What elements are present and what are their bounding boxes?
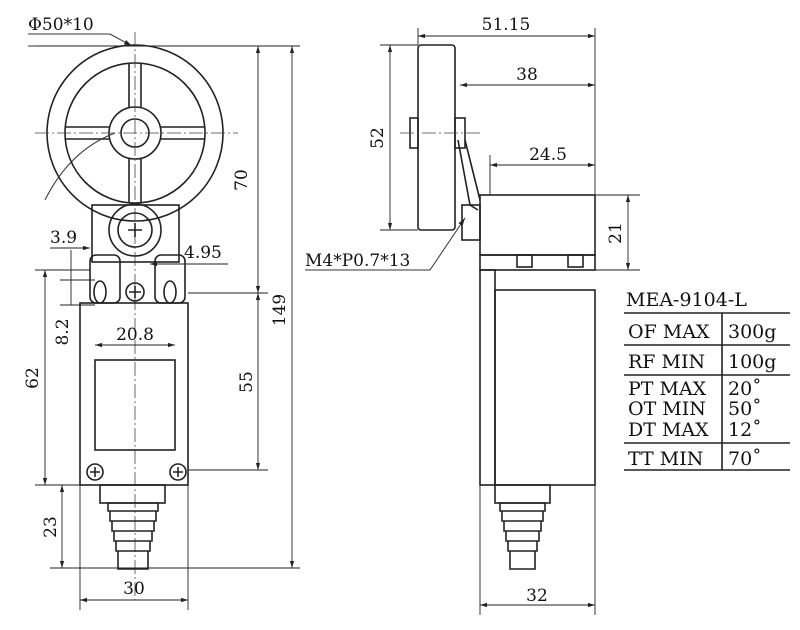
dim-20-8: 20.8 [116, 325, 154, 345]
dim-3-9: 3.9 [50, 228, 77, 248]
side-view: 51.15 38 24.5 21 52 32 M4*P0.7*13 [305, 15, 640, 615]
dim-32: 32 [526, 586, 548, 606]
dim-21: 21 [606, 222, 626, 244]
param-pt-max: PT MAX [628, 378, 707, 400]
model-number: MEA-9104-L [626, 289, 747, 311]
lever-arm [91, 203, 180, 263]
param-tt-min: TT MIN [628, 448, 703, 470]
dim-149: 149 [270, 294, 290, 326]
front-dimensions [28, 33, 300, 610]
dim-55: 55 [237, 371, 257, 393]
switch-body [79, 254, 189, 570]
side-dimensions [305, 28, 640, 615]
param-of-max: OF MAX [628, 321, 710, 343]
dim-24-5: 24.5 [529, 145, 567, 165]
spec-table: MEA-9104-L OF MAX 300g RF MIN 100g PT MA… [624, 289, 790, 471]
front-view: Φ50*10 70 149 55 62 23 8.2 30 20.8 3.9 4… [23, 15, 300, 610]
screw-spec-label: M4*P0.7*13 [305, 251, 410, 271]
dim-62: 62 [23, 367, 43, 389]
dim-30: 30 [123, 579, 145, 599]
value-pt-max: 20˚ [728, 378, 762, 400]
value-rf-min: 100g [728, 351, 776, 373]
dim-51-15: 51.15 [482, 15, 531, 35]
value-of-max: 300g [728, 321, 776, 343]
dim-8-2: 8.2 [53, 318, 73, 345]
dim-4-95: 4.95 [184, 243, 222, 263]
param-dt-max: DT MAX [628, 419, 709, 441]
dim-23: 23 [41, 516, 61, 538]
value-dt-max: 12˚ [728, 419, 762, 441]
value-ot-min: 50˚ [728, 398, 762, 420]
param-ot-min: OT MIN [628, 398, 706, 420]
dim-52: 52 [368, 127, 388, 149]
dim-38: 38 [516, 65, 538, 85]
dim-70: 70 [232, 169, 252, 191]
value-tt-min: 70˚ [728, 448, 762, 470]
param-rf-min: RF MIN [628, 351, 705, 373]
roller-spec-label: Φ50*10 [28, 15, 94, 35]
